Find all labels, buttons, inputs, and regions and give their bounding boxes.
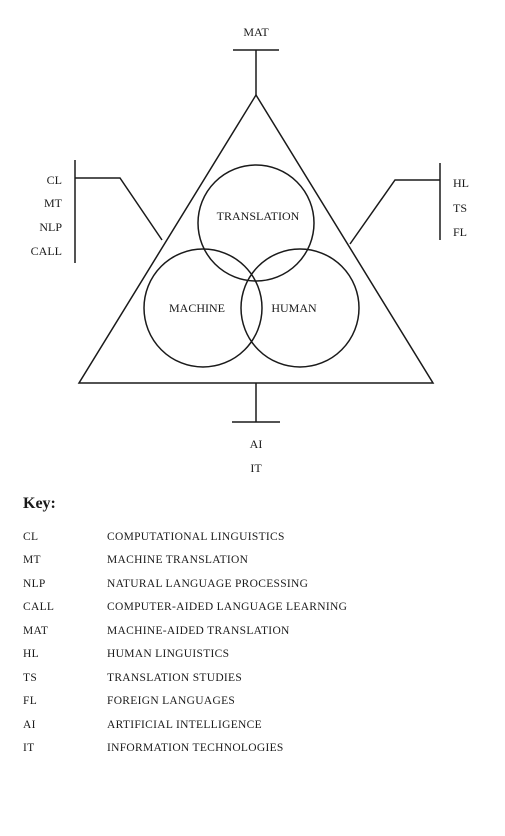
key-row: FL FOREIGN LANGUAGES — [23, 690, 493, 714]
key-definition: FOREIGN LANGUAGES — [107, 695, 236, 708]
key-row: CALL COMPUTER-AIDED LANGUAGE LEARNING — [23, 596, 493, 620]
key-definition: INFORMATION TECHNOLOGIES — [107, 742, 284, 755]
left-label-cl: CL — [47, 173, 62, 187]
key-abbr: MT — [23, 554, 41, 567]
machine-label: MACHINE — [169, 301, 225, 315]
key-row: MAT MACHINE-AIDED TRANSLATION — [23, 619, 493, 643]
translation-label: TRANSLATION — [217, 209, 300, 223]
key-definition: COMPUTATIONAL LINGUISTICS — [107, 530, 285, 543]
top-label-mat: MAT — [243, 25, 269, 39]
key-abbr: CL — [23, 530, 39, 543]
key-abbr: TS — [23, 671, 38, 684]
key-abbr: CALL — [23, 601, 55, 614]
bottom-label-ai: AI — [250, 437, 263, 451]
key-row: IT INFORMATION TECHNOLOGIES — [23, 737, 493, 761]
key-title: Key: — [23, 495, 56, 512]
right-label-fl: FL — [453, 225, 467, 239]
key-definition: ARTIFICIAL INTELLIGENCE — [107, 718, 262, 731]
triangle — [77, 93, 435, 384]
key-definition: COMPUTER-AIDED LANGUAGE LEARNING — [107, 601, 348, 614]
key-abbr: AI — [23, 718, 36, 731]
key-definition: NATURAL LANGUAGE PROCESSING — [107, 577, 309, 590]
key-definition: HUMAN LINGUISTICS — [107, 648, 230, 661]
right-connector — [349, 179, 440, 245]
key-abbr: IT — [23, 742, 35, 755]
human-circle — [240, 248, 360, 368]
key-definition: MACHINE TRANSLATION — [107, 554, 249, 567]
machine-circle — [143, 248, 263, 368]
key-abbr: FL — [23, 695, 38, 708]
key-row: CL COMPUTATIONAL LINGUISTICS — [23, 525, 493, 549]
key-abbr: MAT — [23, 624, 49, 637]
left-label-call: CALL — [31, 244, 62, 258]
human-label: HUMAN — [271, 301, 317, 315]
key-row: MT MACHINE TRANSLATION — [23, 549, 493, 573]
translation-circle — [197, 164, 315, 282]
key-row: TS TRANSLATION STUDIES — [23, 666, 493, 690]
left-label-mt: MT — [44, 196, 63, 210]
translation-diagram: TRANSLATION MACHINE HUMAN MAT CL MT NLP … — [31, 25, 469, 475]
bottom-label-it: IT — [250, 461, 262, 475]
key-definition: MACHINE-AIDED TRANSLATION — [107, 624, 290, 637]
key-row: NLP NATURAL LANGUAGE PROCESSING — [23, 572, 493, 596]
key-definition: TRANSLATION STUDIES — [107, 671, 243, 684]
key-abbr: NLP — [23, 577, 46, 590]
diagram-canvas: TRANSLATION MACHINE HUMAN MAT CL MT NLP … — [31, 25, 469, 475]
key-row: HL HUMAN LINGUISTICS — [23, 643, 493, 667]
left-connector — [75, 177, 163, 241]
key-legend: Key: CL COMPUTATIONAL LINGUISTICS MT MAC… — [23, 495, 493, 760]
right-label-hl: HL — [453, 176, 469, 190]
key-abbr: HL — [23, 648, 39, 661]
right-label-ts: TS — [453, 201, 467, 215]
key-row: AI ARTIFICIAL INTELLIGENCE — [23, 713, 493, 737]
left-label-nlp: NLP — [39, 220, 62, 234]
